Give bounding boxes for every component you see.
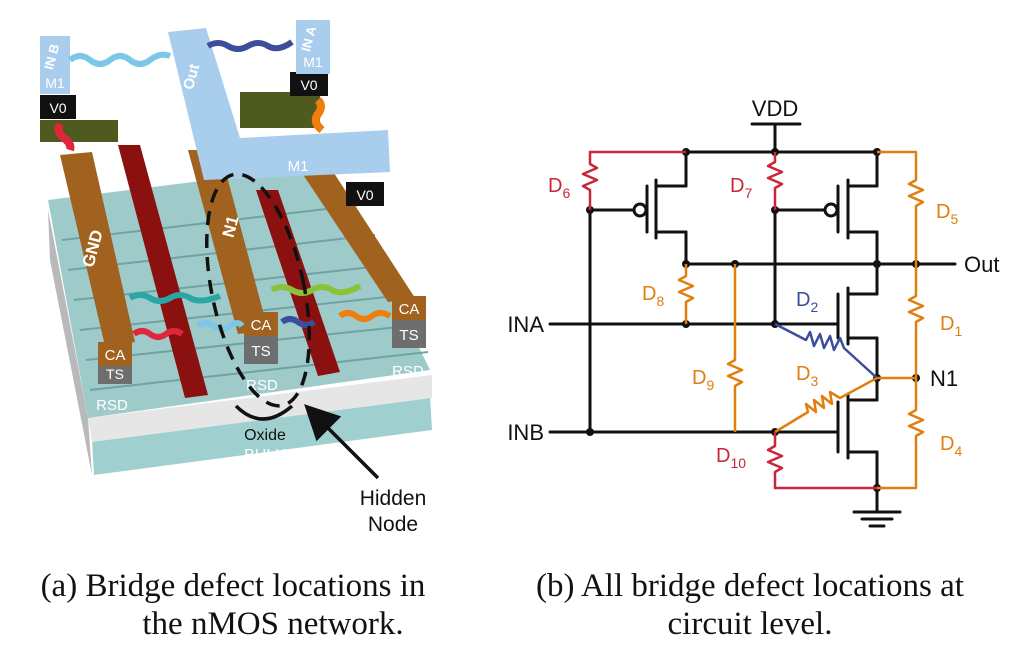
caption-a-line2: the nMOS network.: [142, 606, 404, 642]
resistor-d5: [877, 150, 925, 264]
resistor-d4: [877, 378, 925, 490]
inb-net-label: IN B: [41, 42, 62, 71]
caption-b-line2: circuit level.: [667, 606, 833, 642]
inb-label: INB: [507, 420, 544, 445]
bridge-inb-out: [68, 51, 172, 67]
rsd-label-left: RSD: [96, 397, 128, 414]
bridge-teal: [128, 292, 222, 304]
ca-ts-right: CA TS: [392, 296, 426, 348]
ca-label-left: CA: [105, 347, 126, 364]
hidden-node-ellipse: [205, 172, 311, 408]
defect-resistors: [581, 150, 925, 490]
d2-label: D2: [796, 289, 818, 315]
v0-block-top-right: [290, 72, 328, 96]
resistor-d6: [581, 150, 686, 210]
ts-label-right: TS: [399, 327, 418, 344]
bridge-ina-out: [206, 39, 294, 52]
resistor-d2: [774, 322, 878, 379]
d1-label: D1: [940, 313, 962, 339]
d3-label: D3: [796, 363, 818, 389]
ca-label-mid: CA: [251, 317, 272, 334]
ina-label: INA: [507, 312, 544, 337]
oxide-bracket: [234, 404, 294, 421]
olive-pad-right: [240, 92, 320, 128]
d7-label: D7: [730, 175, 752, 201]
resistor-d1: [907, 264, 925, 378]
resistor-d7: [766, 152, 784, 210]
olive-pad-left: [40, 120, 118, 142]
rsd-label-right: RSD: [392, 363, 424, 380]
rsd-label-mid: RSD: [246, 377, 278, 394]
m1-label-left: M1: [45, 75, 65, 91]
d8-label: D8: [642, 283, 664, 309]
right-metal-bar: [300, 170, 415, 302]
caption-b-line1: (b) All bridge defect locations at: [536, 568, 964, 604]
gnd-metal-bar: [60, 152, 135, 346]
n1-metal-bar: [188, 150, 268, 334]
d5-label: D5: [936, 201, 958, 227]
ts-label-mid: TS: [251, 343, 270, 360]
ca-label-right: CA: [399, 301, 420, 318]
bridge-orange-v0: [311, 97, 325, 134]
ca-ts-mid: CA TS: [244, 312, 278, 364]
resistor-d10: [766, 432, 877, 490]
panel-b-schematic: [548, 122, 957, 528]
resistor-d3: [774, 376, 878, 434]
v0-block-left: [40, 95, 76, 119]
v0-label-left: V0: [49, 100, 66, 116]
bridge-red-ca: [132, 328, 184, 340]
d10-label: D10: [716, 445, 746, 471]
m1-block-inb: [40, 36, 70, 94]
oxide-side: [48, 210, 92, 475]
d6-label: D6: [548, 175, 570, 201]
oxide-label: Oxide: [244, 427, 286, 444]
schematic-labels: VDD Out INA INB N1 D6 D7 D5 D8 D2 D1 D9 …: [507, 96, 999, 471]
out-label: Out: [964, 252, 999, 277]
poly-gate-2: [256, 190, 340, 376]
hidden-node-label-line2: Node: [368, 513, 418, 536]
n1-node-label: N1: [930, 366, 958, 391]
m1-label-right: M1: [303, 54, 323, 70]
out-m1-wire: [168, 28, 390, 180]
vdd-label: VDD: [752, 96, 798, 121]
bridge-orange-ca: [338, 310, 392, 322]
hidden-node-arrow: [304, 404, 380, 480]
bulk-slab: [92, 395, 432, 475]
ca-ts-left: CA TS: [98, 342, 132, 384]
m1-block-ina: [296, 20, 330, 74]
bridge-green: [270, 283, 362, 296]
d9-label: D9: [692, 367, 714, 393]
d4-label: D4: [940, 433, 962, 459]
v0-label-top-right: V0: [300, 77, 317, 93]
caption-a-line1: (a) Bridge defect locations in: [40, 568, 426, 604]
resistor-d8: [677, 264, 695, 324]
hidden-node-label-line1: Hidden: [360, 487, 427, 510]
out-net-label: Out: [180, 62, 203, 91]
ina-net-label: IN A: [298, 24, 319, 53]
junction-dots: [586, 148, 920, 492]
bridge-navy-ca: [280, 316, 316, 328]
bridge-red-v0: [54, 122, 75, 152]
v0-block-mid: [346, 182, 384, 206]
m1-label-out: M1: [288, 158, 309, 175]
poly-gate-1: [118, 145, 208, 398]
ts-label-left: TS: [106, 366, 124, 382]
v0-label-mid: V0: [356, 187, 373, 203]
oxide-slab: [88, 375, 432, 442]
resistor-d9: [726, 264, 744, 432]
n1-label: N1: [219, 214, 243, 240]
panel-a-layout: CA TS CA TS CA TS RSD RSD RSD GND N1 V0 …: [40, 20, 432, 536]
bulk-label: BULK: [244, 447, 286, 464]
